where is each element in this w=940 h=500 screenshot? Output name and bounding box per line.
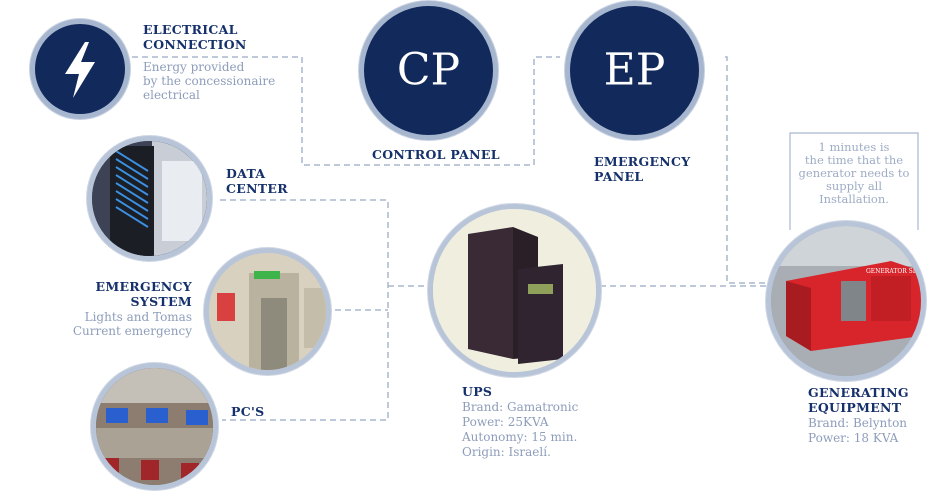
ups-cabinet-image xyxy=(433,209,596,372)
lightning-bolt-icon xyxy=(65,42,95,98)
data-center-photo xyxy=(87,136,212,261)
control-panel-circle: CP xyxy=(359,1,498,140)
line-electrical-cp xyxy=(132,56,560,166)
emergency-system-title: EMERGENCY SYSTEM xyxy=(96,279,192,309)
generator-photo: GENERATOR SET xyxy=(766,221,926,381)
pcs-title: PC'S xyxy=(231,404,265,419)
ups-spec-origin: Origin: Israelí. xyxy=(462,445,551,459)
generator-note-line2: the time that the xyxy=(804,153,904,167)
emergency-system-photo xyxy=(204,248,331,375)
hallway-image xyxy=(209,253,326,370)
line-datacenter-bus xyxy=(220,199,389,421)
generator-note-line1: 1 minutes is xyxy=(818,140,890,154)
generator-title-line1: GENERATING xyxy=(808,385,909,400)
note-bracket xyxy=(789,132,919,230)
control-panel-abbr: CP xyxy=(396,43,461,95)
electrical-connection-desc: Energy provided by the concessionaire el… xyxy=(143,60,275,102)
electrical-connection-title: ELECTRICAL CONNECTION xyxy=(143,22,247,52)
line-ep-generator xyxy=(725,56,770,284)
generator-note-line4: supply all xyxy=(825,179,883,193)
generator-title-line2: EQUIPMENT xyxy=(808,400,902,415)
generator-spec-power: Power: 18 KVA xyxy=(808,431,899,445)
generator-title: GENERATING EQUIPMENT xyxy=(808,385,909,415)
electrical-connection-circle xyxy=(30,19,130,119)
electrical-desc-line3: electrical xyxy=(143,88,200,102)
data-center-title: DATA CENTER xyxy=(226,166,288,196)
emergency-panel-title: EMERGENCY PANEL xyxy=(594,154,690,184)
electrical-title-line1: ELECTRICAL xyxy=(143,22,238,37)
ups-spec-brand: Brand: Gamatronic xyxy=(462,400,579,414)
generator-note-line3: generator needs to xyxy=(798,166,910,180)
generator-note-line5: Installation. xyxy=(819,192,889,206)
ups-specs: Brand: Gamatronic Power: 25KVA Autonomy:… xyxy=(462,400,578,460)
generator-spec-brand: Brand: Belynton xyxy=(808,416,908,430)
emergency-system-desc: Lights and Tomas Current emergency xyxy=(73,310,192,338)
data-center-title-line1: DATA xyxy=(226,166,266,181)
emergency-panel-abbr: EP xyxy=(603,43,666,95)
emergency-system-title-line2: SYSTEM xyxy=(130,294,192,309)
generator-specs: Brand: Belynton Power: 18 KVA xyxy=(808,416,907,446)
emergency-panel-title-line2: PANEL xyxy=(594,169,644,184)
emergency-panel-title-line1: EMERGENCY xyxy=(594,154,691,169)
ups-spec-power: Power: 25KVA xyxy=(462,415,549,429)
pcs-photo xyxy=(91,363,218,490)
ups-title: UPS xyxy=(462,384,493,399)
ups-spec-autonomy: Autonomy: 15 min. xyxy=(462,430,578,444)
data-center-title-line2: CENTER xyxy=(226,181,288,196)
electrical-desc-line2: by the concessionaire xyxy=(143,74,276,88)
emergency-system-title-line1: EMERGENCY xyxy=(95,279,192,294)
electrical-desc-line1: Energy provided xyxy=(143,60,245,74)
generator-note: 1 minutes is the time that the generator… xyxy=(790,141,918,206)
electrical-title-line2: CONNECTION xyxy=(143,37,247,52)
control-panel-title: CONTROL PANEL xyxy=(372,147,500,162)
emergency-system-desc-line1: Lights and Tomas xyxy=(84,310,192,324)
ups-photo xyxy=(428,204,601,377)
emergency-system-desc-line2: Current emergency xyxy=(72,324,192,338)
emergency-panel-circle: EP xyxy=(565,1,704,140)
generator-badge: GENERATOR SET xyxy=(866,268,921,275)
